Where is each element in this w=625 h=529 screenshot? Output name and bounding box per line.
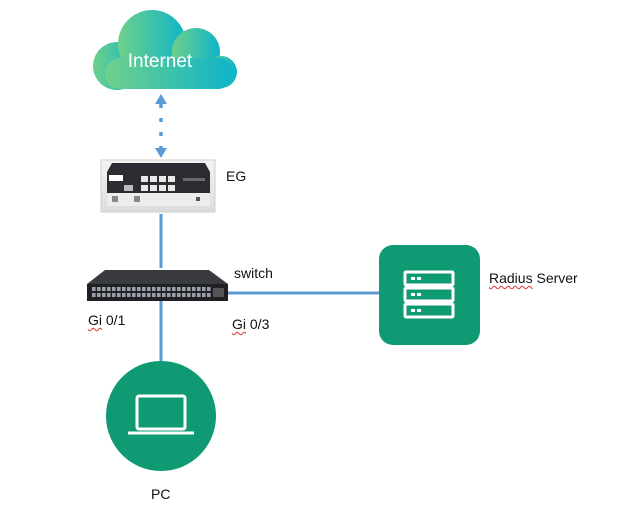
switch-port xyxy=(157,293,161,297)
brand-logo xyxy=(109,175,123,181)
switch-port xyxy=(132,293,136,297)
switch-port xyxy=(122,287,126,291)
switch-port xyxy=(162,287,166,291)
switch-port xyxy=(182,293,186,297)
port-gi03-label: Gi 0/3 xyxy=(232,316,269,332)
gateway-device-icon xyxy=(100,159,216,213)
switch-port xyxy=(112,293,116,297)
switch-port xyxy=(187,287,191,291)
arrow-down-icon xyxy=(155,148,167,158)
switch-port xyxy=(97,293,101,297)
switch-port xyxy=(147,293,151,297)
switch-port xyxy=(142,293,146,297)
internet-label: Internet xyxy=(128,51,193,72)
server-icon xyxy=(379,245,480,345)
switch-port xyxy=(192,287,196,291)
switch-port xyxy=(162,293,166,297)
pc-label: PC xyxy=(151,486,171,502)
switch-port xyxy=(152,287,156,291)
switch-port xyxy=(137,287,141,291)
switch-port xyxy=(107,287,111,291)
switch-port xyxy=(192,293,196,297)
switch-port xyxy=(142,287,146,291)
switch-port xyxy=(202,293,206,297)
switch-port xyxy=(167,287,171,291)
eg-label: EG xyxy=(226,168,247,184)
switch-port xyxy=(177,287,181,291)
gi-word: Gi xyxy=(88,312,102,328)
switch-port xyxy=(127,287,131,291)
switch-port xyxy=(187,293,191,297)
network-switch-icon xyxy=(87,270,228,301)
switch-port xyxy=(122,293,126,297)
switch-port xyxy=(202,287,206,291)
gi-word: Gi xyxy=(232,316,246,332)
switch-port xyxy=(92,287,96,291)
switch-port xyxy=(172,287,176,291)
switch-port xyxy=(182,287,186,291)
switch-port xyxy=(167,293,171,297)
port-gi01-label: Gi 0/1 xyxy=(88,312,125,328)
switch-port xyxy=(157,287,161,291)
arrow-up-icon xyxy=(155,94,167,104)
switch-port xyxy=(152,293,156,297)
radius-server-label: Radius Server xyxy=(489,270,578,286)
switch-port xyxy=(207,287,211,291)
switch-port xyxy=(102,287,106,291)
server-word: Server xyxy=(532,270,578,286)
port-number: 0/3 xyxy=(246,316,270,332)
switch-port xyxy=(117,287,121,291)
switch-port xyxy=(92,293,96,297)
radius-word: Radius xyxy=(489,270,533,286)
switch-port xyxy=(117,293,121,297)
switch-port xyxy=(137,293,141,297)
switch-port xyxy=(172,293,176,297)
switch-port xyxy=(112,287,116,291)
laptop-icon xyxy=(106,361,216,471)
switch-port xyxy=(177,293,181,297)
switch-port xyxy=(147,287,151,291)
link-internet-eg xyxy=(155,94,167,158)
switch-port xyxy=(197,293,201,297)
switch-port xyxy=(127,293,131,297)
switch-port xyxy=(197,287,201,291)
switch-port xyxy=(97,287,101,291)
port-number: 0/1 xyxy=(102,312,126,328)
switch-label: switch xyxy=(234,265,273,281)
switch-port xyxy=(132,287,136,291)
switch-port xyxy=(102,293,106,297)
switch-port xyxy=(207,293,211,297)
cloud-icon: Internet xyxy=(93,10,237,90)
switch-port xyxy=(107,293,111,297)
